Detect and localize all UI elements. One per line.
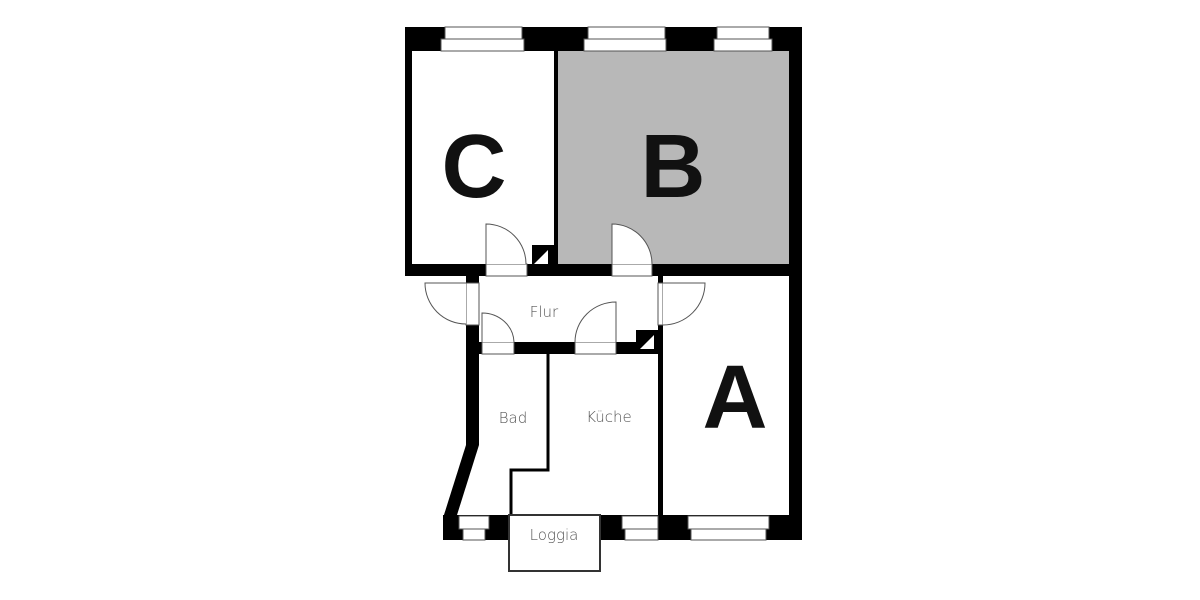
loggia-floor[interactable]	[508, 514, 601, 572]
entry-door[interactable]	[424, 282, 467, 325]
door-b-opening	[611, 263, 653, 277]
labels: C B A Flur Bad Küche Loggia	[442, 117, 768, 544]
door-b[interactable]	[611, 223, 653, 265]
door-a-opening	[657, 282, 664, 326]
wall-below-cb	[405, 264, 802, 276]
doors	[424, 223, 706, 355]
wall-flur-bottom	[479, 342, 663, 354]
entry-door-opening	[465, 282, 480, 326]
window-b-right	[716, 26, 770, 40]
kueche-label: Küche	[586, 408, 632, 426]
windows	[440, 26, 773, 541]
wall-right	[789, 27, 802, 540]
room-c-label: C	[442, 117, 507, 217]
loggia	[508, 514, 601, 572]
door-a[interactable]	[662, 282, 706, 326]
door-bad-opening	[481, 341, 515, 355]
shafts	[532, 245, 658, 352]
loggia-label: Loggia	[530, 526, 579, 544]
window-a	[687, 515, 770, 530]
window-bad	[458, 515, 490, 530]
door-kueche-opening	[574, 341, 617, 355]
room-a-label: A	[703, 348, 768, 448]
bad-label: Bad	[499, 409, 528, 427]
wall-bad-kueche	[509, 354, 550, 515]
door-bad[interactable]	[481, 312, 515, 343]
window-c	[444, 26, 523, 40]
flur-label: Flur	[530, 303, 559, 321]
window-kueche	[621, 515, 659, 530]
room-c-floor[interactable]	[411, 51, 554, 264]
wall-c-b	[554, 51, 558, 264]
door-kueche[interactable]	[574, 301, 617, 343]
wall-bad-left	[466, 340, 479, 445]
room-b-floor[interactable]	[558, 51, 789, 264]
window-b-left	[587, 26, 666, 40]
door-c[interactable]	[485, 223, 527, 265]
door-c-opening	[485, 263, 528, 277]
room-b-label: B	[641, 117, 706, 217]
wall-flur-a	[658, 276, 663, 515]
wall-left-c	[405, 27, 412, 276]
